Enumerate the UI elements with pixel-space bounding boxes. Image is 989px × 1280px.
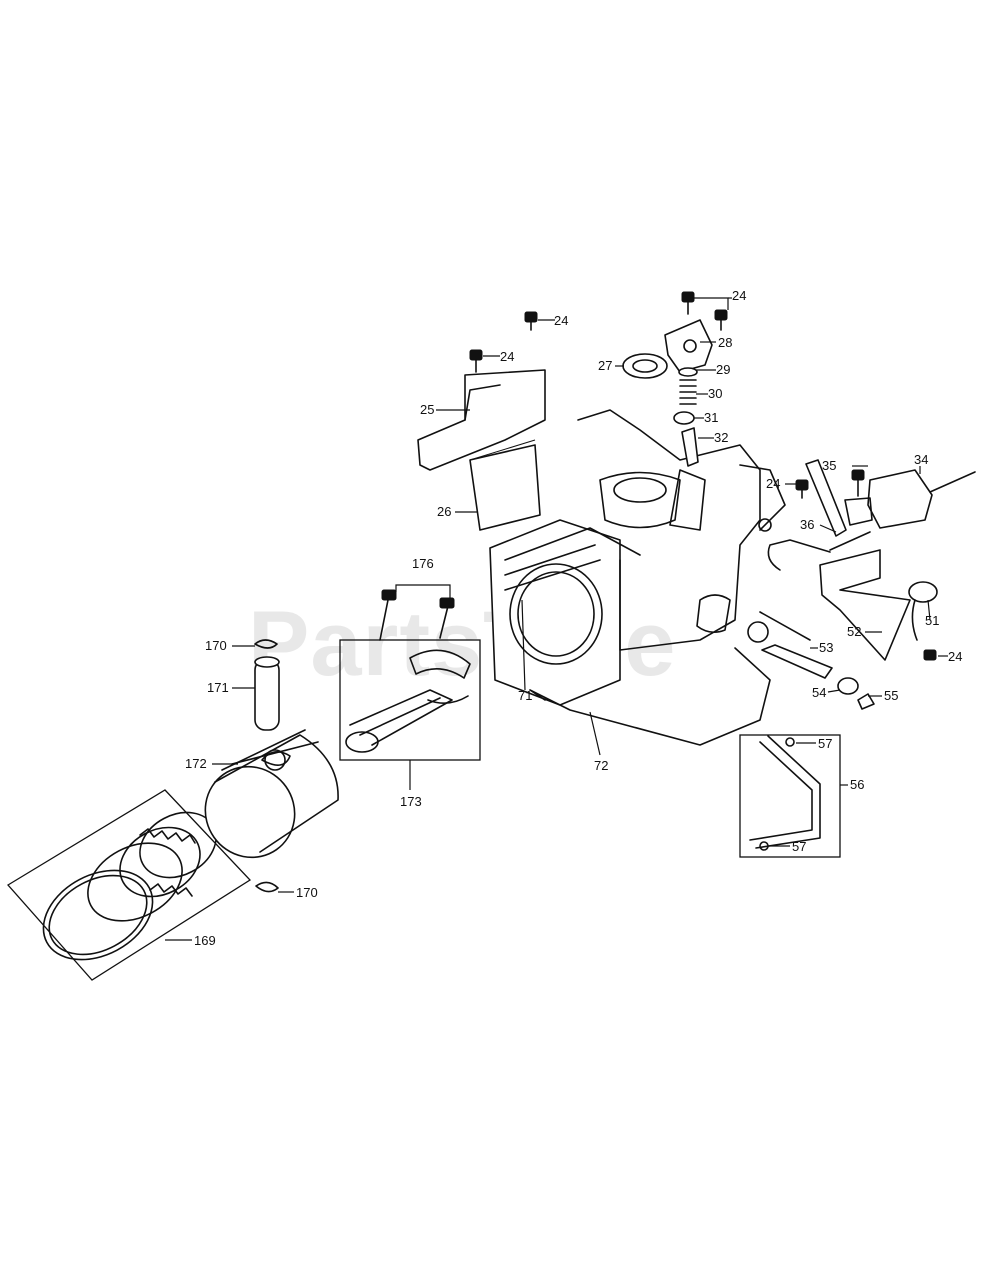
bolt-24-b <box>469 349 483 373</box>
bolt-35 <box>851 469 865 497</box>
switch-51 <box>908 581 938 641</box>
seal-27 <box>622 353 668 379</box>
breather-tube-56 <box>739 734 841 858</box>
label-35: 35 <box>822 458 836 473</box>
clip-170-bottom <box>255 881 279 893</box>
label-53: 53 <box>819 640 833 655</box>
label-176: 176 <box>412 556 434 571</box>
leader-lines <box>165 297 948 941</box>
label-26: 26 <box>437 504 451 519</box>
label-54: 54 <box>812 685 826 700</box>
label-29: 29 <box>716 362 730 377</box>
plate-26 <box>469 439 541 531</box>
gasket-72 <box>529 647 771 746</box>
bolts-176 <box>379 584 455 641</box>
label-71: 71 <box>518 688 532 703</box>
label-72: 72 <box>594 758 608 773</box>
label-31: 31 <box>704 410 718 425</box>
spring-30 <box>679 379 697 405</box>
connecting-rod-173 <box>339 639 481 761</box>
label-24-e: 24 <box>948 649 962 664</box>
label-170-b: 170 <box>296 885 318 900</box>
label-57-b: 57 <box>792 839 806 854</box>
label-170-a: 170 <box>205 638 227 653</box>
bolt-24-e <box>923 649 937 661</box>
label-24-c: 24 <box>732 288 746 303</box>
label-24-d: 24 <box>766 476 780 491</box>
crankcase-71 <box>489 409 811 706</box>
bolt-24-d <box>795 479 809 499</box>
label-56: 56 <box>850 777 864 792</box>
label-51: 51 <box>925 613 939 628</box>
part-labels: 24 24 24 24 24 25 26 27 28 29 30 31 32 3… <box>185 288 962 948</box>
label-52: 52 <box>847 624 861 639</box>
bracket-52 <box>819 549 911 661</box>
label-28: 28 <box>718 335 732 350</box>
label-171: 171 <box>207 680 229 695</box>
governor-28 <box>664 319 713 373</box>
clip-55 <box>857 693 875 710</box>
washer-29 <box>678 367 698 377</box>
label-169: 169 <box>194 933 216 948</box>
sleeve-54 <box>837 677 859 695</box>
washer-31 <box>673 411 695 425</box>
link-36 <box>805 459 847 537</box>
label-24-a: 24 <box>554 313 568 328</box>
label-34: 34 <box>914 452 928 467</box>
label-32: 32 <box>714 430 728 445</box>
clip-170-top <box>254 639 278 649</box>
label-27: 27 <box>598 358 612 373</box>
cable-link <box>767 539 831 571</box>
bolt-24-a <box>524 311 538 331</box>
rod-53 <box>761 644 833 679</box>
wrist-pin-171 <box>254 656 280 731</box>
solenoid-34 <box>829 469 976 551</box>
label-30: 30 <box>708 386 722 401</box>
lever-32 <box>681 427 699 467</box>
label-36: 36 <box>800 517 814 532</box>
label-25: 25 <box>420 402 434 417</box>
label-55: 55 <box>884 688 898 703</box>
piston-172 <box>204 729 339 859</box>
label-57-a: 57 <box>818 736 832 751</box>
label-173: 173 <box>400 794 422 809</box>
label-24-b: 24 <box>500 349 514 364</box>
label-172: 172 <box>185 756 207 771</box>
